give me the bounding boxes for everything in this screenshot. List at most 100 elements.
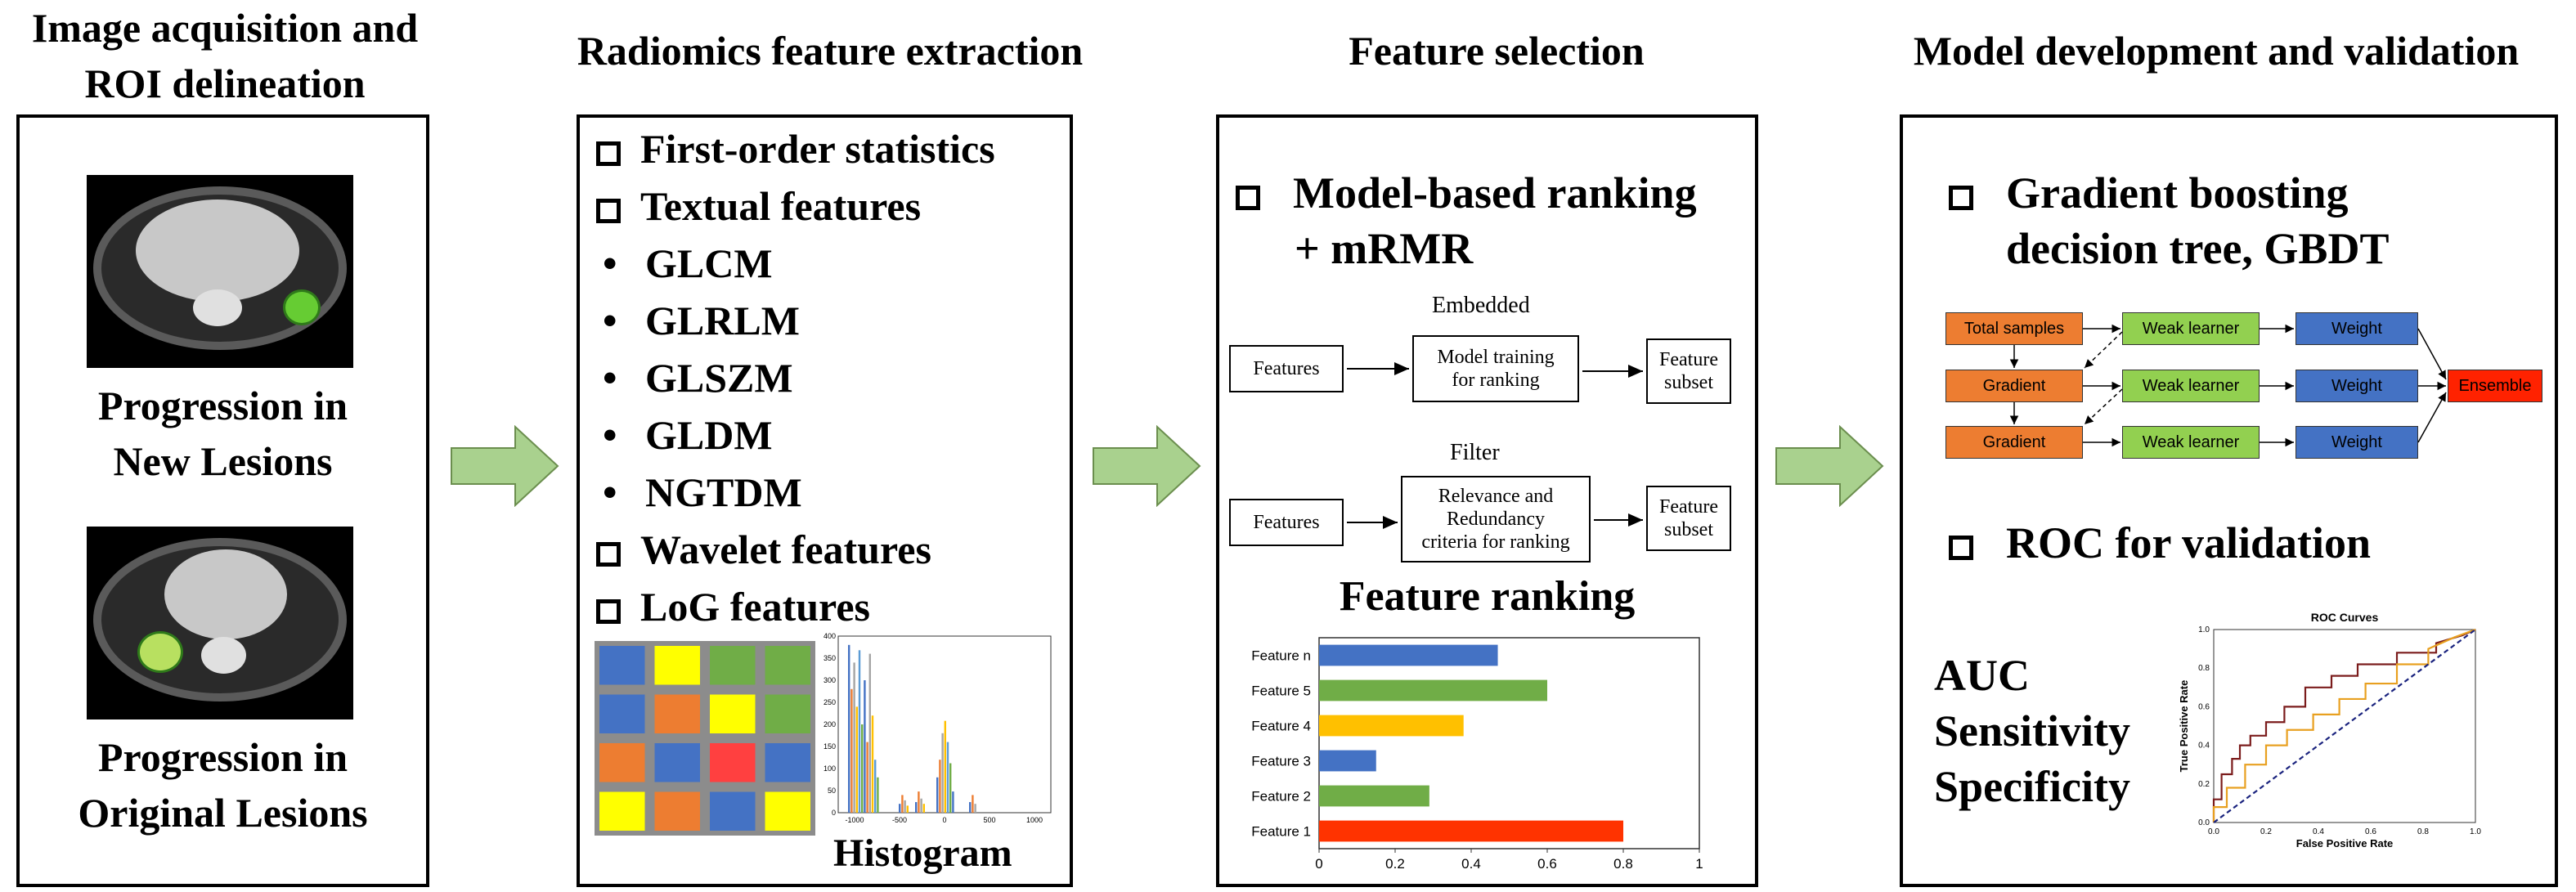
- histogram-bar: [906, 805, 909, 813]
- histogram-bar: [949, 763, 952, 813]
- arrow-icon-3: [1775, 425, 1884, 507]
- histogram-bar: [901, 795, 904, 813]
- histogram-bar: [864, 680, 866, 813]
- histogram-bar: [850, 688, 853, 813]
- ranking-bar: [1319, 785, 1429, 807]
- ranking-xtick-label: 1: [1695, 856, 1703, 872]
- histogram-bar: [946, 742, 949, 813]
- panel-image-acquisition: Progression in New Lesions Progression i…: [16, 114, 429, 887]
- gbdt-weight-3: Weight: [2296, 426, 2418, 459]
- arrow-icon-1: [451, 425, 559, 507]
- step3-title: Feature selection: [1349, 28, 1645, 74]
- histogram-bar: [974, 804, 976, 813]
- panel-model-development: Gradient boosting decision tree, GBDT To…: [1900, 114, 2558, 887]
- roc-xtick: 0.0: [2208, 827, 2219, 836]
- histogram-bar: [855, 706, 858, 813]
- item-wavelet: Wavelet features: [596, 525, 931, 574]
- gbdt-weak-learner-3: Weak learner: [2122, 426, 2260, 459]
- histogram-bar: [920, 798, 922, 813]
- gbdt-gradient-2: Gradient: [1945, 426, 2083, 459]
- roc-series-line: [2213, 629, 2476, 823]
- checkbox-icon: [596, 598, 621, 624]
- ranking-category-label: Feature 1: [1251, 824, 1311, 840]
- histogram-bar: [969, 802, 972, 813]
- embedded-flow-arrows: [1347, 362, 1643, 529]
- roc-xtick: 1.0: [2470, 827, 2481, 836]
- texture-matrix-grid: [595, 641, 815, 836]
- grid-cell: [710, 743, 756, 782]
- checkbox-icon: [1949, 535, 1973, 560]
- ranking-bar: [1319, 750, 1376, 772]
- roc-ytick: 0.6: [2198, 702, 2210, 711]
- histogram-bar: [941, 733, 944, 813]
- histogram-bar: [918, 791, 920, 813]
- gbdt-weight-1: Weight: [2296, 312, 2418, 345]
- step1-title: Image acquisition and ROI delineation: [0, 0, 450, 111]
- roc-xtick: 0.2: [2260, 827, 2272, 836]
- histogram-ytick: 300: [824, 676, 836, 684]
- grid-cell: [599, 694, 645, 733]
- roc-ylabel: True Positive Rate: [2178, 680, 2190, 773]
- roc-ytick: 0.4: [2198, 742, 2210, 751]
- ranking-xtick-label: 0.8: [1613, 856, 1633, 872]
- gbdt-weak-learner-1: Weak learner: [2122, 312, 2260, 345]
- metric-auc: AUC: [1934, 651, 2030, 700]
- histogram-ytick: 100: [824, 764, 836, 773]
- grid-cell: [654, 743, 700, 782]
- ranking-category-label: Feature 4: [1251, 719, 1311, 734]
- grid-cell: [599, 791, 645, 831]
- ranking-xtick-label: 0.4: [1461, 856, 1481, 872]
- histogram-bar: [936, 777, 939, 813]
- histogram-bar: [972, 795, 974, 813]
- histogram-bar: [858, 650, 861, 813]
- grid-cell: [710, 791, 756, 831]
- metric-sensitivity: Sensitivity: [1934, 706, 2131, 755]
- histogram-bar: [861, 724, 864, 813]
- bullet-glcm: •GLCM: [603, 240, 773, 286]
- bullet-gldm: •GLDM: [603, 412, 773, 458]
- bullet-ngtdm: •NGTDM: [603, 469, 802, 515]
- step4-title: Model development and validation: [1913, 28, 2520, 74]
- histogram-xtick: -1000: [845, 816, 864, 824]
- roc-ytick: 0.0: [2198, 818, 2210, 827]
- label-new-lesions: Progression in New Lesions: [97, 383, 348, 484]
- histogram-bar: [868, 653, 871, 813]
- histogram-ytick: 250: [824, 698, 836, 706]
- ranking-xtick-label: 0.6: [1537, 856, 1557, 872]
- grid-cell: [765, 646, 810, 685]
- ct-image-original-lesion: [87, 527, 353, 719]
- ranking-category-label: Feature n: [1251, 648, 1311, 664]
- roc-ytick: 0.2: [2198, 780, 2210, 789]
- ranking-bar: [1319, 644, 1498, 666]
- checkbox-icon: [596, 541, 621, 567]
- histogram-ytick: 0: [832, 809, 836, 817]
- step1-title-line2: ROI delineation: [84, 61, 366, 106]
- grid-cell: [654, 694, 700, 733]
- box-features-filter: Features: [1229, 499, 1344, 546]
- panel-feature-selection: Model-based ranking + mRMR Embedded Feat…: [1216, 114, 1758, 887]
- histogram-bar: [853, 662, 855, 813]
- bullet-glrlm: •GLRLM: [603, 298, 800, 343]
- roc-frame: [2213, 629, 2476, 823]
- roc-ytick: 0.8: [2198, 664, 2210, 673]
- ranking-category-label: Feature 2: [1251, 789, 1311, 805]
- histogram-bar: [871, 715, 874, 813]
- ranking-bar: [1319, 715, 1464, 737]
- histogram-bar: [866, 742, 868, 813]
- roc-series-line: [2212, 628, 2476, 823]
- checkbox-icon: [1949, 185, 1973, 210]
- arrow-icon-2: [1093, 425, 1201, 507]
- grid-cell: [765, 743, 810, 782]
- histogram-label: Histogram: [833, 831, 1012, 875]
- ranking-bar: [1319, 679, 1547, 701]
- gbdt-gradient-1: Gradient: [1945, 370, 2083, 402]
- grid-cell: [654, 646, 700, 685]
- histogram-bar: [848, 644, 850, 813]
- grid-cell: [599, 646, 645, 685]
- histogram-ytick: 200: [824, 720, 836, 728]
